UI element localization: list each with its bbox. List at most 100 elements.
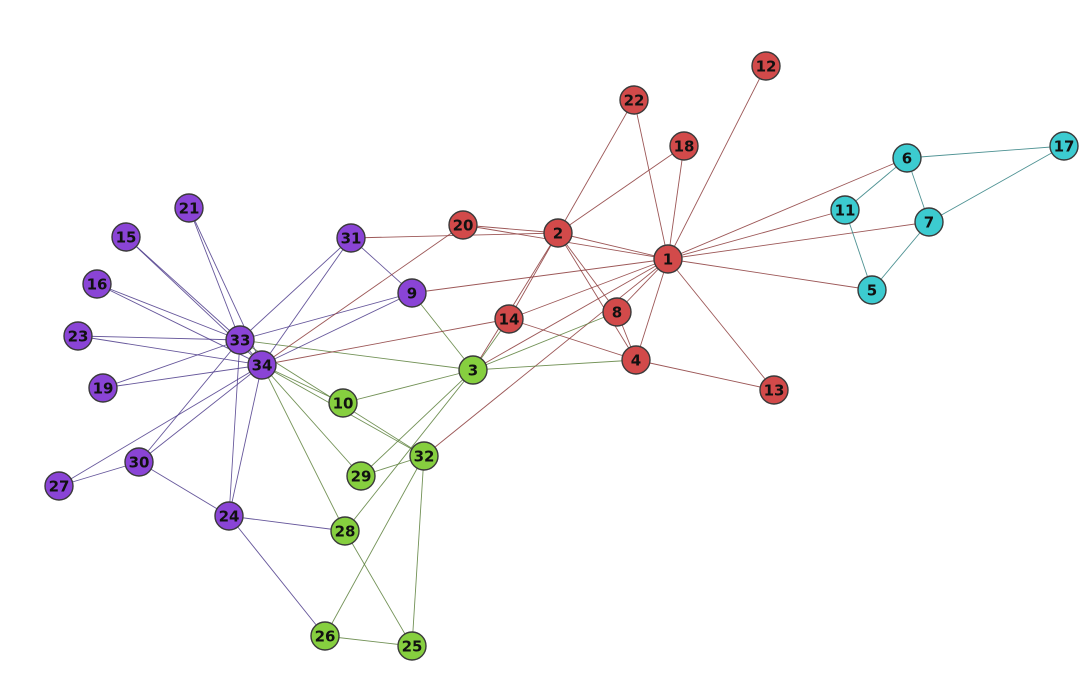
- node-24[interactable]: 24: [214, 501, 244, 531]
- node-11[interactable]: 11: [830, 195, 860, 225]
- edge-3-28: [344, 369, 474, 532]
- node-label: 19: [93, 380, 114, 398]
- node-15[interactable]: 15: [111, 222, 141, 252]
- node-25[interactable]: 25: [397, 631, 427, 661]
- edge-2-18: [557, 145, 685, 234]
- edge-25-28: [344, 530, 413, 647]
- edge-3-10: [342, 369, 474, 404]
- edge-14-34: [261, 318, 510, 366]
- edge-9-33: [239, 292, 413, 341]
- node-label: 25: [402, 638, 423, 656]
- node-3[interactable]: 3: [458, 355, 488, 385]
- node-circle: [892, 143, 922, 173]
- node-19[interactable]: 19: [88, 373, 118, 403]
- node-18[interactable]: 18: [669, 131, 699, 161]
- node-circle: [621, 345, 651, 375]
- node-label: 27: [49, 478, 70, 496]
- edge-1-22: [633, 99, 669, 260]
- node-5[interactable]: 5: [857, 275, 887, 305]
- node-13[interactable]: 13: [759, 375, 789, 405]
- node-22[interactable]: 22: [619, 85, 649, 115]
- node-1[interactable]: 1: [653, 244, 683, 274]
- node-28[interactable]: 28: [330, 516, 360, 546]
- edge-1-4: [635, 258, 669, 361]
- node-8[interactable]: 8: [602, 297, 632, 327]
- node-circle: [346, 461, 376, 491]
- edge-24-28: [228, 515, 346, 532]
- node-2[interactable]: 2: [543, 218, 573, 248]
- edge-26-32: [324, 455, 425, 637]
- node-29[interactable]: 29: [346, 461, 376, 491]
- node-label: 29: [351, 468, 372, 486]
- node-circle: [494, 304, 524, 334]
- edge-24-30: [138, 461, 230, 517]
- node-10[interactable]: 10: [328, 388, 358, 418]
- node-4[interactable]: 4: [621, 345, 651, 375]
- edge-1-13: [667, 258, 775, 391]
- edge-3-33: [239, 339, 474, 371]
- node-label: 13: [764, 382, 785, 400]
- node-circle: [669, 131, 699, 161]
- node-17[interactable]: 17: [1049, 131, 1079, 161]
- node-21[interactable]: 21: [174, 193, 204, 223]
- node-circle: [448, 210, 478, 240]
- node-circle: [619, 85, 649, 115]
- node-label: 20: [453, 217, 474, 235]
- node-label: 14: [499, 311, 520, 329]
- node-label: 34: [252, 357, 273, 375]
- node-label: 21: [179, 200, 200, 218]
- edge-31-34: [261, 237, 352, 366]
- node-circle: [543, 218, 573, 248]
- edge-1-14: [508, 258, 669, 320]
- node-31[interactable]: 31: [336, 223, 366, 253]
- node-30[interactable]: 30: [124, 447, 154, 477]
- node-16[interactable]: 16: [82, 269, 112, 299]
- node-label: 7: [924, 214, 934, 232]
- edge-2-20: [462, 224, 559, 234]
- node-label: 28: [335, 523, 356, 541]
- node-32[interactable]: 32: [409, 441, 439, 471]
- edge-2-22: [557, 99, 635, 234]
- edge-30-34: [138, 364, 263, 463]
- node-27[interactable]: 27: [44, 471, 74, 501]
- node-label: 33: [230, 332, 251, 350]
- node-circle: [111, 222, 141, 252]
- edge-21-33: [188, 207, 241, 341]
- edge-1-11: [667, 209, 846, 260]
- node-label: 23: [68, 328, 89, 346]
- node-circle: [397, 631, 427, 661]
- edge-19-34: [102, 364, 263, 389]
- node-9[interactable]: 9: [397, 278, 427, 308]
- node-circle: [458, 355, 488, 385]
- node-circle: [751, 51, 781, 81]
- edge-2-3: [472, 232, 559, 371]
- node-circle: [225, 325, 255, 355]
- node-26[interactable]: 26: [310, 621, 340, 651]
- node-circle: [330, 516, 360, 546]
- node-33[interactable]: 33: [225, 325, 255, 355]
- node-6[interactable]: 6: [892, 143, 922, 173]
- edge-16-33: [96, 283, 241, 341]
- node-34[interactable]: 34: [247, 350, 277, 380]
- node-circle: [830, 195, 860, 225]
- node-label: 24: [219, 508, 240, 526]
- node-circle: [88, 373, 118, 403]
- node-circle: [914, 207, 944, 237]
- node-circle: [124, 447, 154, 477]
- node-14[interactable]: 14: [494, 304, 524, 334]
- node-20[interactable]: 20: [448, 210, 478, 240]
- edge-25-32: [411, 455, 425, 647]
- edge-2-8: [557, 232, 618, 313]
- node-circle: [82, 269, 112, 299]
- node-23[interactable]: 23: [63, 321, 93, 351]
- node-label: 1: [663, 251, 673, 269]
- edge-4-13: [635, 359, 775, 391]
- node-circle: [1049, 131, 1079, 161]
- edge-1-12: [667, 65, 767, 260]
- node-label: 22: [624, 92, 645, 110]
- edge-27-34: [58, 364, 263, 487]
- node-12[interactable]: 12: [751, 51, 781, 81]
- edge-6-17: [906, 145, 1065, 159]
- node-7[interactable]: 7: [914, 207, 944, 237]
- node-circle: [174, 193, 204, 223]
